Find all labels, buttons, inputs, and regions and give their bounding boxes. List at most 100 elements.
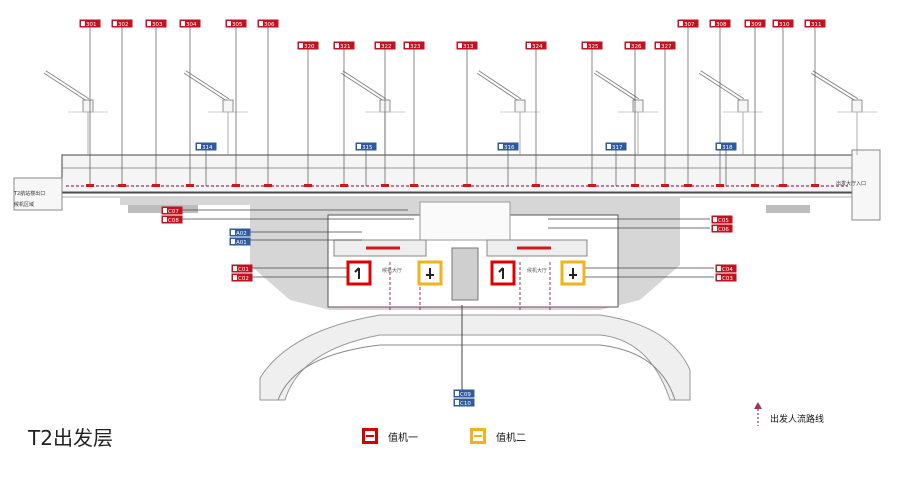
jetway-bridge	[593, 70, 658, 155]
security-block	[419, 201, 511, 241]
svg-text:304: 304	[186, 22, 197, 28]
svg-text:315: 315	[362, 145, 373, 151]
svg-text:C08: C08	[168, 218, 179, 224]
svg-text:C09: C09	[460, 392, 471, 398]
hall-label-left: 候机大厅	[382, 267, 402, 274]
gate-tag-311[interactable]: 311	[804, 19, 826, 28]
svg-text:C02: C02	[238, 276, 249, 282]
jetway-bridge	[698, 70, 763, 155]
gate-tag-304[interactable]: 304	[179, 19, 201, 28]
svg-text:321: 321	[340, 44, 351, 50]
svg-text:A01: A01	[236, 240, 247, 246]
gate-tag-308[interactable]: 308	[709, 19, 731, 28]
side-label-right-top: 出发大厅入口	[836, 180, 866, 187]
svg-text:302: 302	[118, 22, 129, 28]
svg-text:320: 320	[304, 44, 315, 50]
concourse	[61, 154, 853, 194]
svg-text:301: 301	[86, 22, 97, 28]
svg-text:316: 316	[504, 145, 515, 151]
gate-tag-316[interactable]: 316	[497, 142, 519, 151]
counter-tag-C06[interactable]: C06	[711, 224, 733, 233]
gate-tag-326[interactable]: 326	[624, 41, 646, 50]
zone-1-marker-icon	[362, 428, 378, 444]
side-tag-C02[interactable]: C02	[231, 273, 253, 282]
svg-text:318: 318	[722, 145, 733, 151]
svg-text:C10: C10	[460, 401, 471, 407]
side-label-left-top: T2航站楼出口	[13, 190, 45, 197]
area-tag-A01[interactable]: A01	[229, 237, 251, 246]
left-end	[13, 177, 63, 211]
svg-text:308: 308	[716, 22, 727, 28]
svg-text:C01: C01	[238, 267, 249, 273]
svg-text:305: 305	[232, 22, 243, 28]
svg-text:306: 306	[264, 22, 275, 28]
svg-text:314: 314	[202, 145, 213, 151]
jetway-bridge	[183, 70, 248, 155]
side-label-left-bottom: 候机区域	[14, 201, 34, 208]
flow-legend-label: 出发人流路线	[770, 415, 825, 425]
gate-tag-313[interactable]: 313	[456, 41, 478, 50]
jetway-bridge	[810, 70, 877, 155]
legend-zone-1-label: 值机一	[388, 432, 418, 444]
svg-text:A02: A02	[236, 231, 247, 237]
svg-text:307: 307	[684, 22, 695, 28]
gate-tag-310[interactable]: 310	[772, 19, 794, 28]
svg-text:313: 313	[463, 44, 474, 50]
side-tag-C03[interactable]: C03	[715, 273, 737, 282]
gate-tag-305[interactable]: 305	[225, 19, 247, 28]
jetway-bridge	[43, 70, 108, 155]
svg-text:310: 310	[779, 22, 790, 28]
gate-tag-301[interactable]: 301	[79, 19, 101, 28]
legend-zone-2: 值机二	[470, 428, 526, 444]
svg-text:324: 324	[532, 44, 543, 50]
gate-tag-314[interactable]: 314	[195, 142, 217, 151]
legend-zone-1: 值机一	[362, 428, 418, 444]
bottom-tag-C09[interactable]: C09	[453, 389, 475, 398]
right-end	[851, 149, 881, 221]
right-ramp	[766, 205, 810, 213]
gate-tag-302[interactable]: 302	[111, 19, 133, 28]
legend-zone-2-label: 值机二	[496, 432, 526, 444]
svg-text:303: 303	[152, 22, 163, 28]
svg-text:C03: C03	[722, 276, 733, 282]
counter-tag-C05[interactable]: C05	[711, 215, 733, 224]
svg-text:326: 326	[631, 44, 642, 50]
counter-tag-C07[interactable]: C07	[161, 206, 183, 215]
gate-tag-324[interactable]: 324	[525, 41, 547, 50]
jetway-bridge	[476, 70, 540, 155]
counter-tag-C08[interactable]: C08	[161, 215, 183, 224]
gate-tag-321[interactable]: 321	[333, 41, 355, 50]
road-curve-inner	[277, 344, 676, 401]
road-curve-outer	[259, 314, 691, 401]
flow-legend: 出发人流路线	[752, 400, 824, 428]
gate-tag-327[interactable]: 327	[654, 41, 676, 50]
gate-tag-306[interactable]: 306	[257, 19, 279, 28]
side-tag-C01[interactable]: C01	[231, 264, 253, 273]
gate-tag-322[interactable]: 322	[374, 41, 396, 50]
svg-text:327: 327	[661, 44, 672, 50]
svg-text:C07: C07	[168, 209, 179, 215]
gate-tag-303[interactable]: 303	[145, 19, 167, 28]
gate-tag-318[interactable]: 318	[715, 142, 737, 151]
gate-tag-315[interactable]: 315	[355, 142, 377, 151]
svg-text:325: 325	[588, 44, 599, 50]
gate-tag-325[interactable]: 325	[581, 41, 603, 50]
svg-text:309: 309	[751, 22, 762, 28]
hall-label-right: 候机大厅	[527, 267, 547, 274]
arrow-up-icon	[754, 402, 762, 426]
area-tag-A02[interactable]: A02	[229, 228, 251, 237]
gate-tag-309[interactable]: 309	[744, 19, 766, 28]
bottom-tag-C10[interactable]: C10	[453, 398, 475, 407]
zone-2-marker-icon	[470, 428, 486, 444]
gate-tag-323[interactable]: 323	[403, 41, 425, 50]
gate-tag-320[interactable]: 320	[297, 41, 319, 50]
svg-text:311: 311	[811, 22, 822, 28]
svg-text:322: 322	[381, 44, 392, 50]
svg-text:C06: C06	[718, 227, 729, 233]
gate-tag-307[interactable]: 307	[677, 19, 699, 28]
svg-text:323: 323	[410, 44, 421, 50]
side-tag-C04[interactable]: C04	[715, 264, 737, 273]
gate-tag-317[interactable]: 317	[605, 142, 627, 151]
center-elevator	[451, 247, 479, 301]
